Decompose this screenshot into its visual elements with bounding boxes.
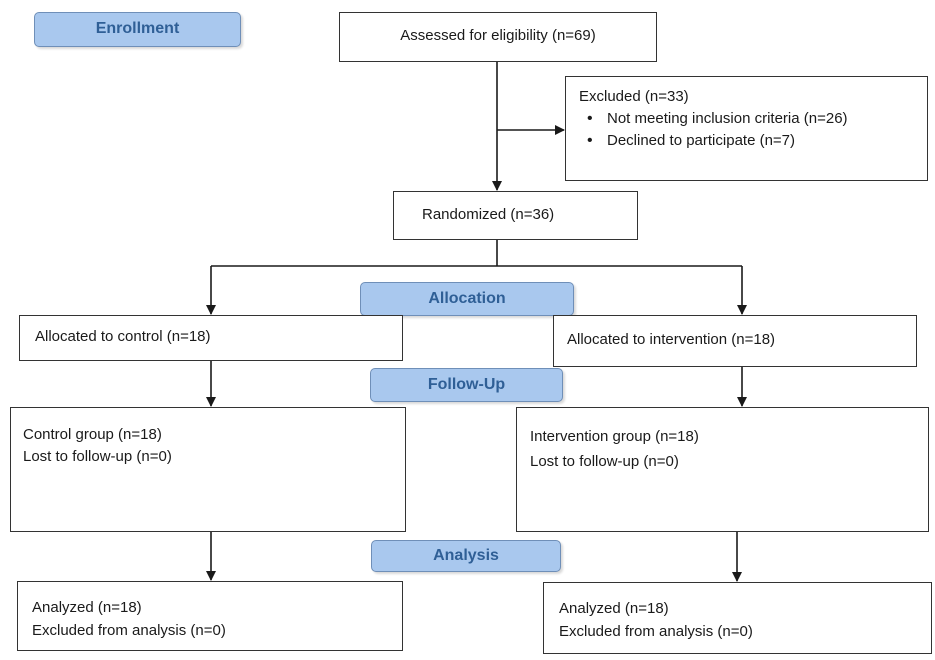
randomized-box: Randomized (n=36)	[393, 191, 638, 240]
intervention-group-box: Intervention group (n=18) Lost to follow…	[516, 407, 929, 532]
allocated-control-text: Allocated to control (n=18)	[35, 328, 211, 345]
excluded-reason-item: Not meeting inclusion criteria (n=26)	[579, 108, 927, 130]
control-analyzed-box: Analyzed (n=18) Excluded from analysis (…	[17, 581, 403, 651]
excluded-box: Excluded (n=33) Not meeting inclusion cr…	[565, 76, 928, 181]
control-analyzed-text: Analyzed (n=18)	[32, 599, 142, 616]
excluded-reasons: Not meeting inclusion criteria (n=26) De…	[579, 108, 927, 152]
intervention-analyzed-text: Analyzed (n=18)	[559, 600, 669, 617]
allocated-intervention-text: Allocated to intervention (n=18)	[567, 331, 776, 348]
intervention-group-text: Intervention group (n=18)	[530, 428, 699, 445]
allocated-control-box: Allocated to control (n=18)	[19, 315, 403, 361]
randomized-text: Randomized (n=36)	[422, 206, 555, 223]
control-excluded-analysis-text: Excluded from analysis (n=0)	[32, 622, 226, 639]
stage-analysis: Analysis	[371, 540, 561, 572]
stage-enrollment: Enrollment	[34, 12, 241, 47]
excluded-title: Excluded (n=33)	[579, 88, 689, 105]
control-group-text: Control group (n=18)	[23, 426, 162, 443]
intervention-excluded-analysis-text: Excluded from analysis (n=0)	[559, 623, 753, 640]
stage-allocation: Allocation	[360, 282, 574, 316]
excluded-reason-item: Declined to participate (n=7)	[579, 130, 927, 152]
allocated-intervention-box: Allocated to intervention (n=18)	[553, 315, 917, 367]
intervention-analyzed-box: Analyzed (n=18) Excluded from analysis (…	[543, 582, 932, 654]
assessed-box: Assessed for eligibility (n=69)	[339, 12, 657, 62]
control-lost-text: Lost to follow-up (n=0)	[23, 448, 172, 465]
intervention-lost-text: Lost to follow-up (n=0)	[530, 453, 679, 470]
stage-follow-up: Follow-Up	[370, 368, 563, 402]
control-group-box: Control group (n=18) Lost to follow-up (…	[10, 407, 406, 532]
assessed-text: Assessed for eligibility (n=69)	[400, 27, 596, 44]
